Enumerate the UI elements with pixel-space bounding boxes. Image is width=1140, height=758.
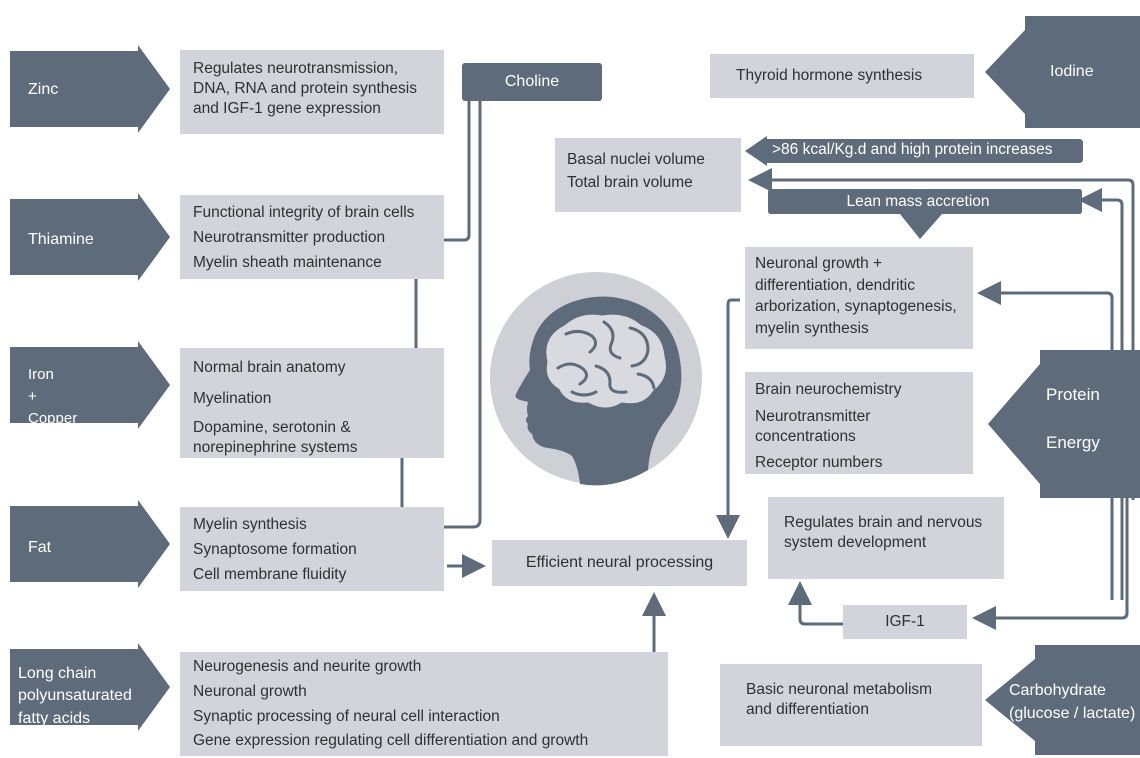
nutrient-label-zinc: Zinc [28, 81, 59, 98]
effect-line: differentiation, dendritic [755, 276, 915, 294]
choline-to-fat-line [346, 100, 482, 539]
effect-line: Synaptosome formation [193, 540, 357, 558]
nutrient-label-carbohydrate: Carbohydrate (glucose / lactate) [1009, 682, 1136, 723]
protein-to-leanmass-line [1078, 188, 1124, 600]
effect-line: system development [784, 534, 927, 552]
choline-to-thiamine-line [412, 100, 471, 252]
arrow-protein-energy: Protein Energy [988, 350, 1140, 498]
effect-line: Neuronal growth [193, 682, 307, 700]
arrow-zinc: Zinc [10, 45, 170, 133]
nutrient-label-iodine: Iodine [1050, 63, 1094, 80]
arrow-fat: Fat [10, 500, 170, 588]
arrow-thiamine: Thiamine [10, 193, 170, 281]
effect-line: DNA, RNA and protein synthesis [193, 80, 417, 98]
effect-line: Neurotransmitter production [193, 228, 386, 246]
lean-mass-label: Lean mass accretion [846, 193, 990, 210]
nutrient-label-protein-energy: Protein Energy [1046, 385, 1100, 452]
effect-line: Thyroid hormone synthesis [736, 67, 923, 84]
child-brain-icon [490, 272, 702, 486]
effect-line: Normal brain anatomy [193, 359, 346, 376]
effect-line: Receptor numbers [755, 454, 883, 472]
neuronal-growth-box: Neuronal growth + differentiation, dendr… [745, 247, 973, 349]
protein-to-volume-line [748, 168, 1135, 500]
effect-box-zinc: Regulates neurotransmission, DNA, RNA an… [180, 50, 444, 134]
effect-line: Regulates brain and nervous [784, 514, 983, 531]
effect-line: Cell membrane fluidity [193, 565, 347, 583]
effect-line: concentrations [755, 427, 856, 445]
effect-line: Neurotransmitter [755, 407, 871, 425]
protein-to-neuronal-line [977, 281, 1114, 600]
regulates-brain-box: Regulates brain and nervous system devel… [768, 497, 1004, 579]
basic-metabolism-box: Basic neuronal metabolism and differenti… [720, 664, 982, 746]
effect-line: Synaptic processing of neural cell inter… [193, 707, 500, 725]
nutrient-label-fat: Fat [28, 539, 52, 556]
choline-label: Choline [462, 63, 602, 101]
igf1-box: IGF-1 [843, 605, 967, 639]
nutrient-label-lcpufa: Long chain polyunsaturated fatty acids [18, 665, 132, 727]
kcal-banner-shape [745, 136, 1083, 166]
efficient-label: Efficient neural processing [525, 554, 714, 571]
effect-line: Neuronal growth + [755, 255, 883, 272]
effect-line: and IGF-1 gene expression [193, 100, 381, 118]
effect-line: Functional integrity of brain cells [193, 204, 415, 221]
protein-to-igf1-line [972, 457, 1129, 630]
nutrient-label-iron-copper: Iron + Copper [28, 366, 78, 427]
effect-box-fat: Myelin synthesis Synaptosome formation C… [180, 507, 444, 591]
effect-line: Brain neurochemistry [755, 381, 902, 398]
brain-volume-box: Basal nuclei volume Total brain volume [555, 138, 741, 212]
effect-line: Myelin synthesis [193, 516, 307, 533]
effect-line: Total brain volume [567, 174, 693, 192]
efficient-neural-processing-box: Efficient neural processing [492, 540, 747, 586]
effect-line: Myelination [193, 389, 272, 407]
effect-line: myelin synthesis [755, 320, 869, 338]
effect-line: Dopamine, serotonin & [193, 418, 351, 436]
neurochemistry-box: Brain neurochemistry Neurotransmitter co… [745, 372, 973, 474]
arrow-carbohydrate: Carbohydrate (glucose / lactate) [985, 645, 1140, 755]
arrow-lcpufa: Long chain polyunsaturated fatty acids [10, 643, 170, 731]
kcal-label: >86 kcal/Kg.d and high protein increases [772, 141, 1053, 158]
effect-line: Neurogenesis and neurite growth [193, 658, 422, 675]
growth-to-efficient-line [716, 298, 740, 539]
effect-line: Gene expression regulating cell differen… [193, 732, 589, 750]
nutrient-label-thiamine: Thiamine [28, 231, 94, 248]
effect-line: arborization, synaptogenesis, [755, 298, 957, 316]
effect-box-iodine: Thyroid hormone synthesis [710, 54, 974, 98]
effect-box-thiamine: Functional integrity of brain cells Neur… [180, 195, 444, 279]
effect-box-iron-copper: Normal brain anatomy Myelination Dopamin… [180, 348, 444, 458]
effect-line: norepinephrine systems [193, 438, 358, 456]
effect-line: and differentiation [746, 701, 869, 719]
arrow-iodine: Iodine [985, 16, 1140, 128]
effect-line: Regulates neurotransmission, [193, 60, 399, 77]
effect-line: Basic neuronal metabolism [746, 681, 933, 698]
effect-line: Myelin sheath maintenance [193, 253, 382, 271]
lean-mass-shape [768, 189, 1082, 239]
effect-box-lcpufa: Neurogenesis and neurite growth Neuronal… [180, 652, 668, 756]
arrow-iron-copper: Iron + Copper [10, 341, 170, 429]
effect-line: Basal nuclei volume [567, 151, 705, 168]
igf1-label: IGF-1 [885, 613, 925, 630]
igf1-to-regulates-line [788, 581, 843, 626]
